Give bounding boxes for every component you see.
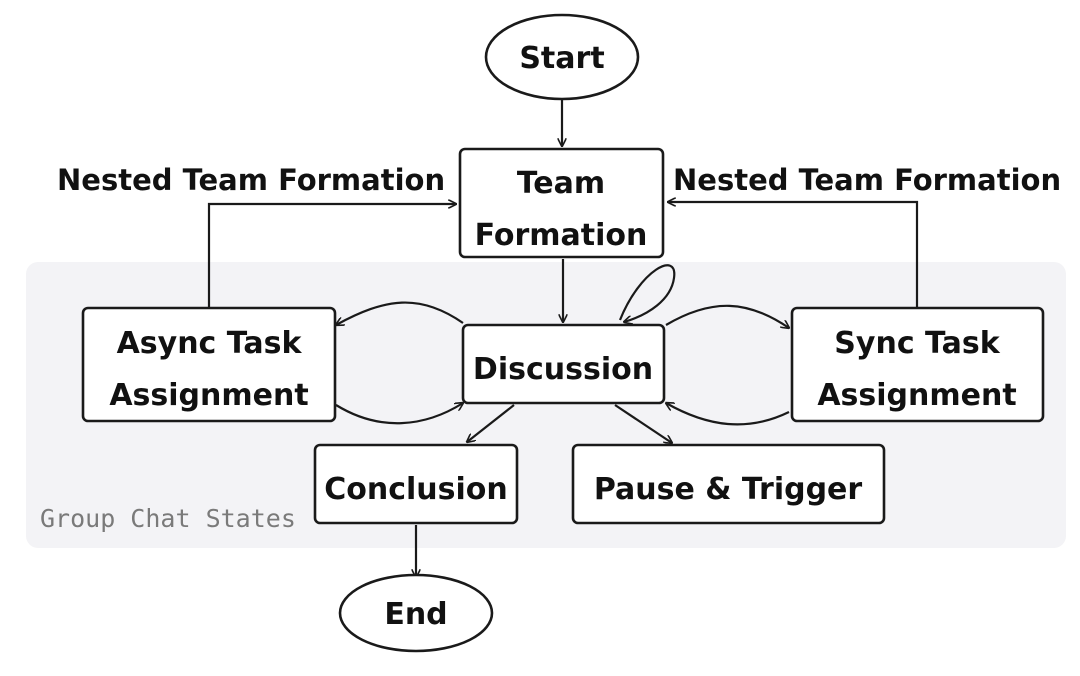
edge-discussion-self-loop — [618, 264, 676, 322]
discussion-label: Discussion — [473, 352, 653, 387]
async-task-assignment-node — [81, 306, 337, 423]
sync-task-label-line2: Assignment — [817, 378, 1016, 413]
pause-trigger-label: Pause & Trigger — [594, 472, 863, 507]
edge-label-nested-left: Nested Team Formation — [57, 163, 445, 197]
pause-trigger-node — [571, 443, 886, 525]
team-formation-node — [458, 147, 665, 259]
edge-label-nested-right: Nested Team Formation — [673, 163, 1061, 197]
edge-nested-team-formation-left — [207, 204, 456, 307]
conclusion-node — [313, 443, 519, 525]
start-label: Start — [519, 41, 604, 76]
region-label: Group Chat States — [40, 504, 296, 533]
team-formation-label-line2: Formation — [475, 218, 648, 253]
conclusion-label: Conclusion — [324, 472, 508, 507]
team-formation-label-line1: Team — [517, 166, 605, 201]
discussion-node — [461, 323, 666, 405]
end-node — [338, 573, 494, 653]
sync-task-label-line1: Sync Task — [834, 326, 1000, 361]
edge-nested-team-formation-right — [668, 202, 919, 307]
sync-task-assignment-node — [790, 306, 1045, 423]
async-task-label-line2: Assignment — [109, 378, 308, 413]
start-node — [484, 13, 640, 101]
edge-discussion-to-async-task — [336, 301, 464, 325]
edge-discussion-to-sync-task — [665, 304, 789, 328]
async-task-label-line1: Async Task — [117, 326, 303, 361]
edge-discussion-to-conclusion — [467, 404, 515, 442]
edge-sync-task-to-discussion — [666, 403, 790, 426]
edge-async-task-to-discussion — [335, 403, 463, 425]
end-label: End — [384, 597, 447, 632]
edge-discussion-to-pause-trigger — [614, 404, 672, 443]
